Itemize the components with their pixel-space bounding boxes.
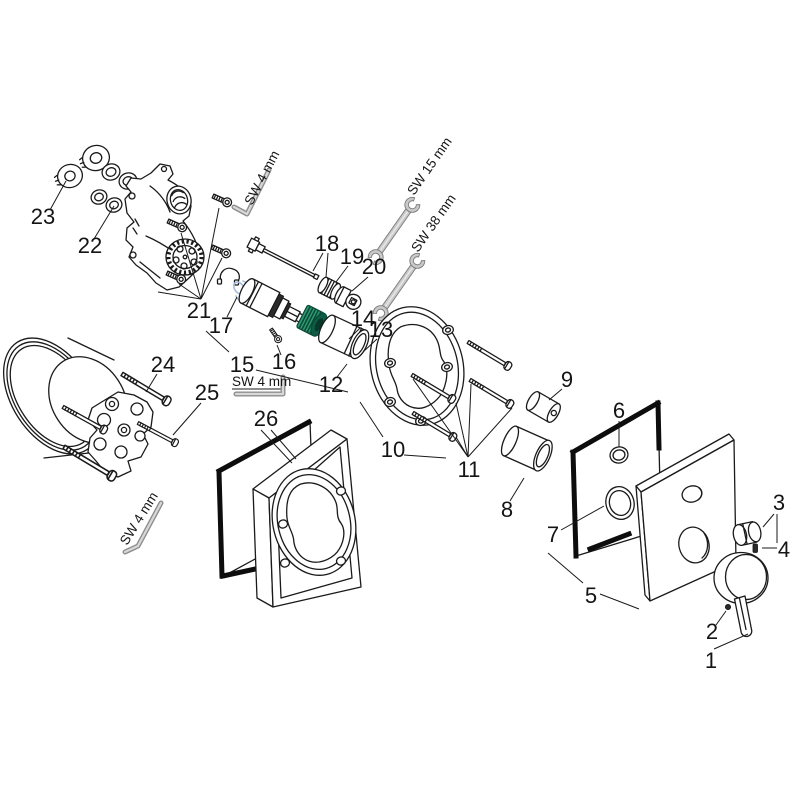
- callout-18: 18: [315, 231, 339, 256]
- part-4-screw: [752, 543, 758, 553]
- callout-22: 22: [78, 233, 102, 258]
- leader-lines: [49, 180, 778, 650]
- hex-key-bottom-left: [122, 500, 164, 555]
- callout-20: 20: [362, 254, 386, 279]
- callout-24: 24: [151, 352, 175, 377]
- callout-7: 7: [547, 522, 559, 547]
- valve-body-port: [166, 185, 192, 215]
- part-17-cartridge: [238, 278, 305, 324]
- callout-6: 6: [613, 398, 625, 423]
- part-16-screw: [267, 326, 284, 345]
- sw4-top-label: SW 4 mm: [241, 148, 282, 207]
- callout-5: 5: [585, 583, 597, 608]
- sw4-mid-label: SW 4 mm: [232, 374, 291, 389]
- wrench-sw38: [370, 250, 428, 324]
- part-24-extension: [2, 337, 154, 478]
- callout-8: 8: [501, 497, 513, 522]
- leader-21: [157, 207, 223, 300]
- callout-2: 2: [706, 619, 718, 644]
- callout-23: 23: [31, 204, 55, 229]
- callout-15: 15: [230, 352, 254, 377]
- hex-key-top: [231, 167, 272, 217]
- sw38-label: SW 38 mm: [408, 191, 459, 254]
- callout-14: 14: [351, 306, 375, 331]
- callouts: 1 2 3 4 5 6 7 8 9 10 11 12 13 14 15 16 1…: [31, 204, 790, 673]
- callout-1: 1: [705, 648, 717, 673]
- callout-4: 4: [778, 537, 790, 562]
- callout-25: 25: [195, 380, 219, 405]
- callout-26: 26: [254, 406, 278, 431]
- part-3-knob: [732, 520, 762, 547]
- callout-19: 19: [340, 244, 364, 269]
- part-9-sleeve: [525, 390, 561, 424]
- valve-body-gear-flange: [165, 238, 205, 276]
- callout-21: 21: [187, 298, 211, 323]
- leader-11: [412, 378, 513, 458]
- wrench-sw15: [365, 194, 423, 268]
- callout-10: 10: [381, 437, 405, 462]
- part-18-rod: [246, 236, 320, 281]
- part-7-seal-ring: [605, 486, 635, 520]
- callout-9: 9: [561, 367, 573, 392]
- callout-3: 3: [773, 490, 785, 515]
- part-20-adapter: [333, 286, 362, 310]
- part-green-nut: [296, 304, 328, 337]
- callout-17: 17: [209, 313, 233, 338]
- part-1-handle: [713, 551, 769, 638]
- part-2-screw: [725, 604, 732, 611]
- part-8-sleeve: [500, 425, 553, 472]
- callout-11: 11: [458, 457, 481, 482]
- part-12-sleeve: [317, 314, 370, 360]
- part-23-plugs: [53, 144, 111, 189]
- sw15-label: SW 15 mm: [404, 134, 455, 197]
- part-19-bushing: [317, 276, 342, 300]
- callout-12: 12: [319, 372, 343, 397]
- hex-key-middle: [232, 374, 286, 397]
- callout-16: 16: [272, 349, 296, 374]
- valve-body: [124, 163, 205, 291]
- callout-13: 13: [369, 317, 393, 342]
- part-5-faceplate: [635, 433, 737, 602]
- escutcheon-frame: [252, 429, 362, 608]
